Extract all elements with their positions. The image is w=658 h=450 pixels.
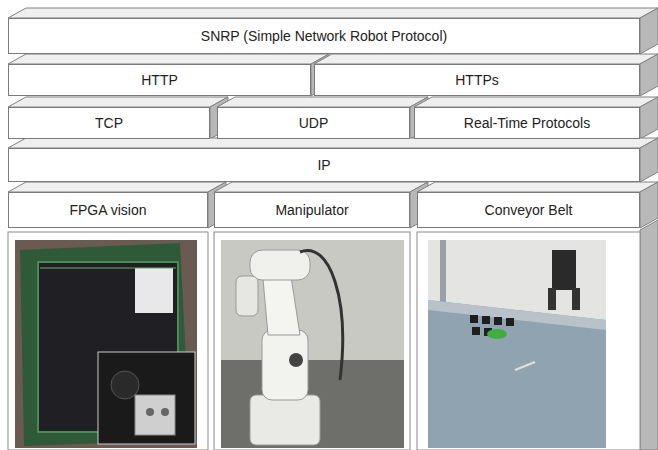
box-top: [8, 8, 658, 18]
manipulator-photo: [221, 240, 404, 448]
layer-label: HTTPs: [449, 72, 505, 88]
layer-label: Manipulator: [269, 202, 354, 218]
protocol-layer: IP: [8, 148, 640, 182]
protocol-layer: FPGA vision: [8, 192, 208, 228]
box-top: [217, 97, 428, 107]
box-side: [640, 97, 658, 139]
box-top: [8, 138, 658, 148]
panel-frame: [214, 232, 410, 450]
protocol-layer: SNRP (Simple Network Robot Protocol): [8, 18, 640, 54]
box-top: [8, 97, 228, 107]
fpga-photo: [15, 240, 197, 448]
box-top: [8, 182, 226, 192]
box-top: [314, 54, 658, 64]
box-faces: [8, 8, 658, 228]
box-side: [640, 138, 658, 182]
box-top: [8, 54, 329, 64]
layer-label: UDP: [293, 115, 335, 131]
box-side: [640, 54, 658, 96]
box-side: [640, 8, 658, 54]
protocol-layer: Manipulator: [214, 192, 410, 228]
box-top: [417, 182, 658, 192]
panel-frame: [417, 232, 640, 450]
layer-label: IP: [311, 157, 336, 173]
protocol-layer: TCP: [8, 107, 210, 139]
layer-label: FPGA vision: [63, 202, 152, 218]
box-top: [414, 97, 658, 107]
conveyor-photo: [428, 240, 606, 448]
panel-frame: [8, 232, 208, 450]
protocol-layer: UDP: [217, 107, 410, 139]
protocol-layer: Real-Time Protocols: [414, 107, 640, 139]
protocol-layer: HTTP: [8, 64, 311, 96]
protocol-layer: Conveyor Belt: [417, 192, 640, 228]
protocol-layer: HTTPs: [314, 64, 640, 96]
base-side: [640, 220, 658, 450]
layer-label: Conveyor Belt: [479, 202, 579, 218]
layer-label: TCP: [89, 115, 129, 131]
layer-label: HTTP: [135, 72, 184, 88]
box-top: [214, 182, 428, 192]
layer-label: SNRP (Simple Network Robot Protocol): [195, 28, 453, 44]
layer-label: Real-Time Protocols: [458, 115, 596, 131]
